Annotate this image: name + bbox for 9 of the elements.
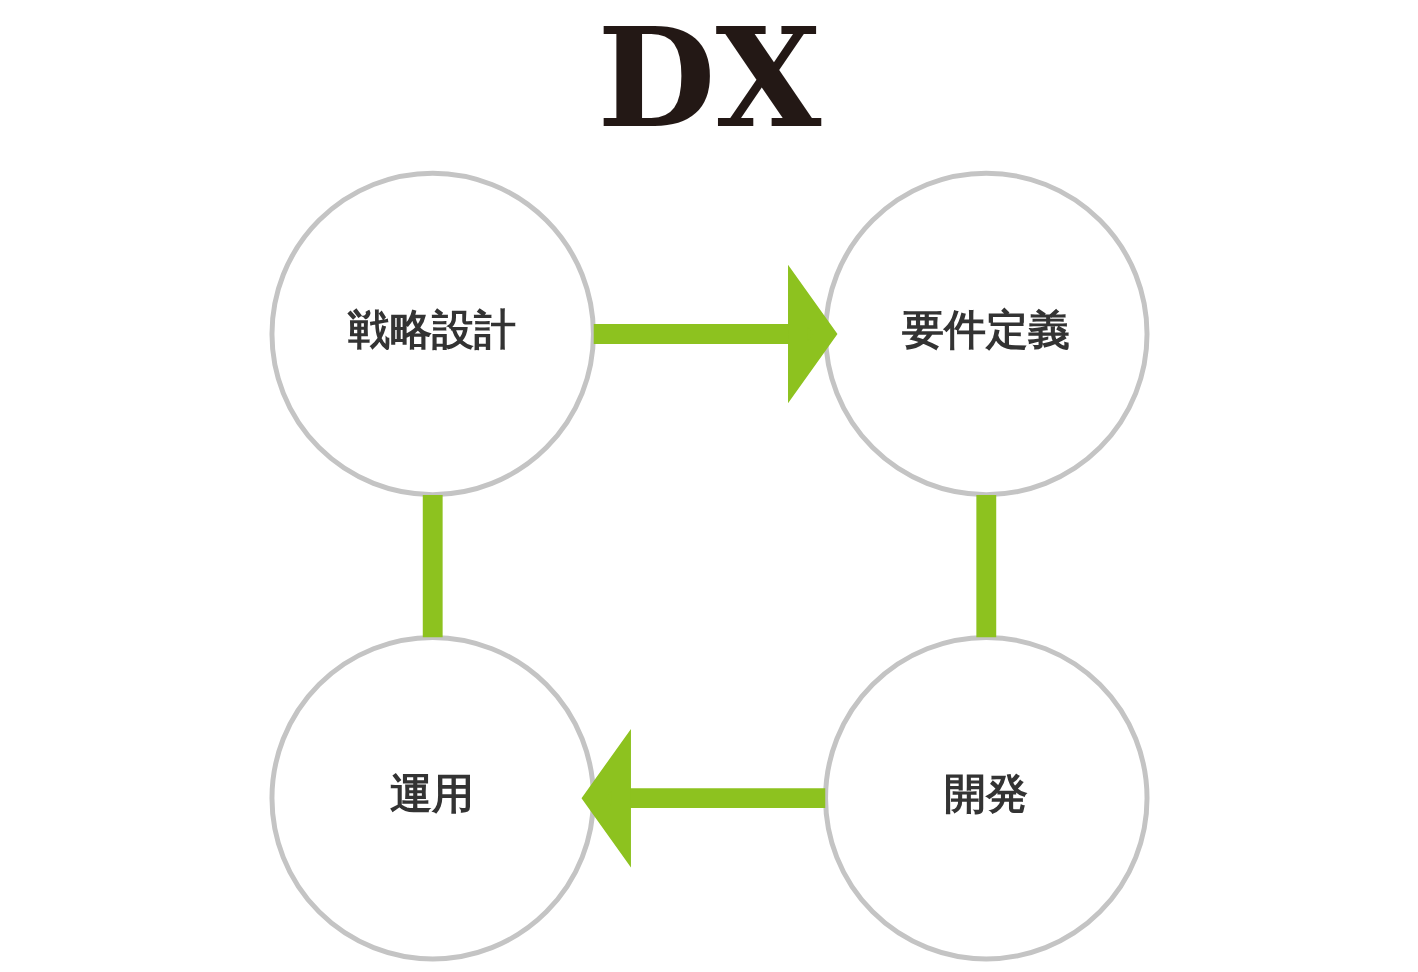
connector [975,495,996,638]
connector [422,495,443,638]
arrow [581,728,825,868]
node-circle: 開発 [822,634,1149,962]
node-circle: 運用 [268,634,596,962]
diagram-title: DX [596,0,821,159]
arrow [593,264,837,404]
node-circle: 戦略設計 [268,170,596,498]
node-circle: 要件定義 [822,170,1149,498]
